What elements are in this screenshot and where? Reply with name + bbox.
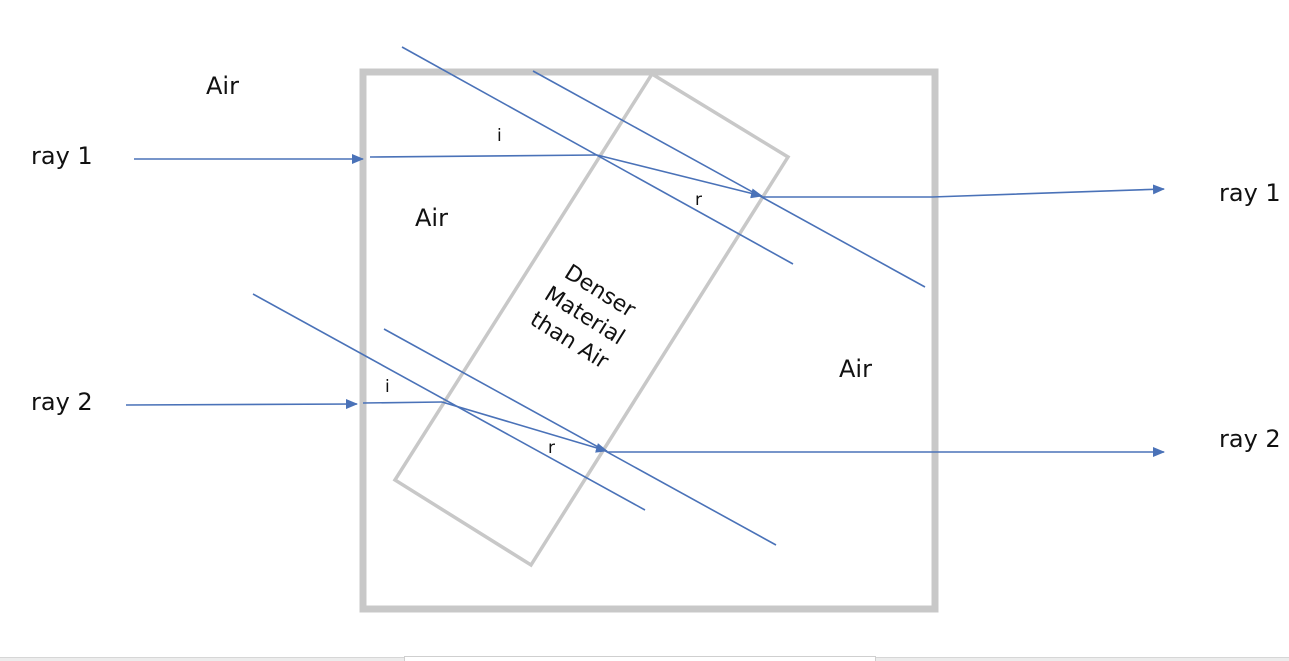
bottom-bar-tab bbox=[404, 656, 876, 661]
ray-2 bbox=[125, 399, 1165, 457]
angle-i-label-ray-2: i bbox=[385, 377, 390, 397]
ray-1-outgoing bbox=[762, 184, 1165, 198]
ray-2-air-segment bbox=[362, 401, 443, 404]
denser-material-slab bbox=[392, 71, 791, 568]
normal-line-ray2-exit bbox=[383, 328, 777, 546]
air-label-inside-left: Air bbox=[415, 204, 448, 232]
air-label-inside-right: Air bbox=[839, 355, 872, 383]
normal-line-ray1-exit bbox=[532, 70, 926, 288]
angle-r-label-ray-1: r bbox=[695, 190, 702, 210]
ray-2-label-left: ray 2 bbox=[31, 388, 93, 416]
air-label-top-left: Air bbox=[206, 72, 239, 100]
ray-2-incoming bbox=[125, 399, 358, 410]
ray-1 bbox=[134, 154, 1165, 199]
ray-1-label-right: ray 1 bbox=[1219, 179, 1281, 207]
ray-2-refracted bbox=[441, 401, 608, 453]
normal-line-ray2-entry bbox=[252, 293, 646, 511]
ray-1-label-left: ray 1 bbox=[31, 142, 93, 170]
angle-r-label-ray-2: r bbox=[548, 438, 555, 458]
normal-lines bbox=[252, 46, 926, 546]
ray-2-label-right: ray 2 bbox=[1219, 425, 1281, 453]
ray-1-refracted bbox=[596, 154, 763, 199]
outer-box bbox=[359, 68, 939, 613]
slab-label: Denser Material than Air bbox=[525, 260, 640, 375]
ray-1-air-segment bbox=[369, 154, 598, 158]
angle-i-label-ray-1: i bbox=[497, 126, 502, 146]
